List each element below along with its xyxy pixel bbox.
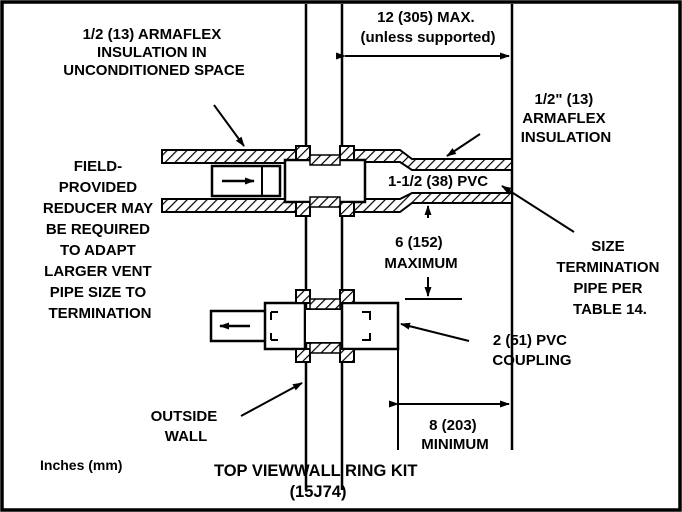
leader-termination bbox=[501, 185, 575, 233]
label-units: Inches (mm) bbox=[40, 457, 122, 473]
label-coupling: 2 (51) PVC COUPLING bbox=[492, 332, 571, 369]
min-spacing-dimension bbox=[389, 350, 510, 450]
label-armaflex-left: 1/2 (13) ARMAFLEX INSULATION IN UNCONDIT… bbox=[63, 26, 244, 79]
leader-outside-wall bbox=[240, 382, 303, 417]
label-reducer-note: FIELD- PROVIDED REDUCER MAY BE REQUIRED … bbox=[43, 158, 157, 322]
label-armaflex-right: 1/2" (13) ARMAFLEX INSULATION bbox=[521, 91, 612, 146]
pvc-coupling bbox=[340, 301, 400, 351]
armaflex-insulation bbox=[349, 149, 513, 171]
leader-armaflex-left bbox=[213, 104, 245, 147]
label-max-spacing: 12 (305) MAX. (unless supported) bbox=[360, 9, 495, 46]
diagram-title: TOP VIEWWALL RING KIT (15J74) bbox=[214, 462, 422, 501]
label-vertical-max: 6 (152) MAXIMUM bbox=[384, 234, 457, 272]
intake-pipe-assembly bbox=[161, 145, 513, 217]
label-pvc-size: 1-1/2 (38) PVC bbox=[388, 173, 488, 190]
leader-armaflex-right bbox=[446, 133, 481, 157]
label-termination-size: SIZE TERMINATION PIPE PER TABLE 14. bbox=[556, 238, 663, 318]
label-min-spacing: 8 (203) MINIMUM bbox=[421, 417, 489, 453]
leader-coupling bbox=[400, 322, 470, 342]
wall-ring-collar bbox=[283, 158, 367, 204]
label-outside-wall: OUTSIDE WALL bbox=[151, 408, 222, 445]
exhaust-pipe-assembly bbox=[209, 289, 400, 363]
outside-wall bbox=[304, 4, 344, 490]
vertical-max-dimension bbox=[405, 205, 462, 300]
